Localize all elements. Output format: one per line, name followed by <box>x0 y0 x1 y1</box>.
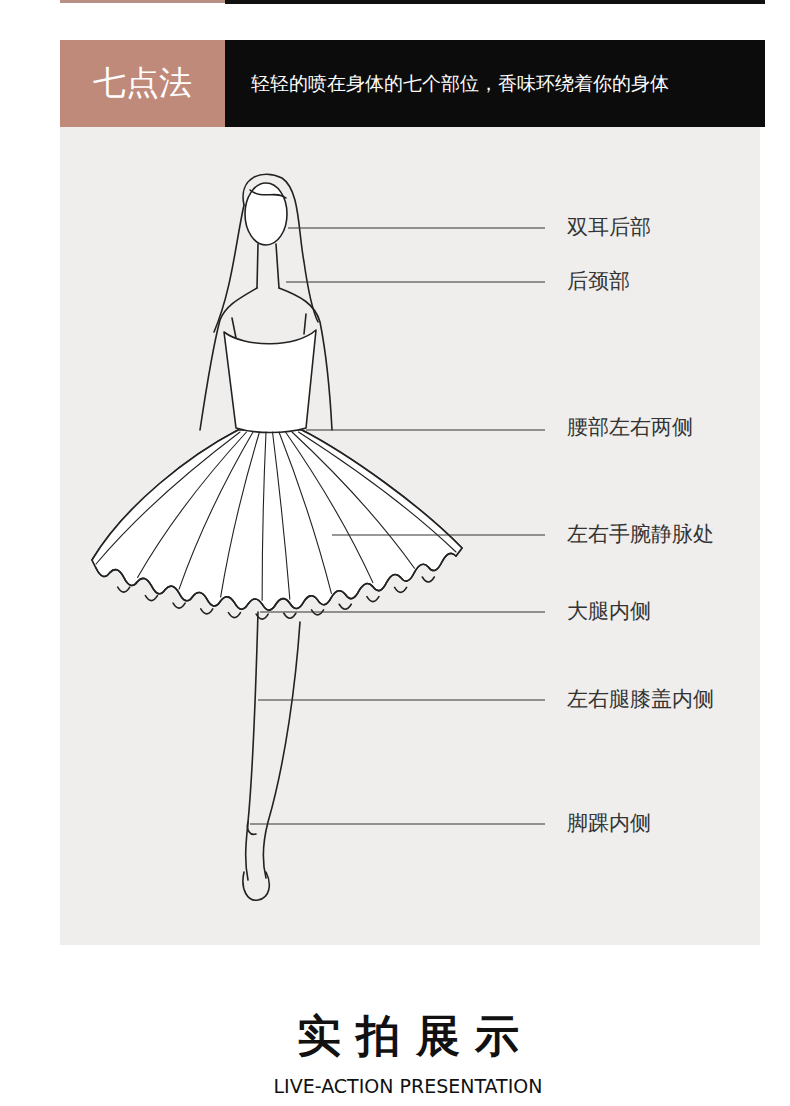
skirt-pleat <box>299 432 457 552</box>
figure-sketch <box>92 174 462 900</box>
skirt-pleat <box>179 432 253 589</box>
skirt-pleat <box>262 432 266 600</box>
panel-ground <box>60 127 760 945</box>
body-point-label: 脚踝内侧 <box>567 811 651 836</box>
skirt-ruffle <box>96 553 456 610</box>
skirt-pleat <box>279 432 331 593</box>
section-subheading: LIVE-ACTION PRESENTATION <box>274 1075 543 1098</box>
body-point-label: 后颈部 <box>567 269 630 294</box>
intro-band: 轻轻的喷在身体的七个部位，香味环绕着你的身体 <box>225 40 765 127</box>
skirt-pleat <box>221 432 260 597</box>
skirt-pleat <box>286 432 373 583</box>
top-strip <box>60 0 225 3</box>
tab-title: 七点法 <box>93 61 192 106</box>
body-point-label: 左右腿膝盖内侧 <box>567 687 714 712</box>
leader-lines <box>250 228 545 824</box>
body-point-label: 双耳后部 <box>567 215 651 240</box>
skirt-ruffle <box>118 577 435 619</box>
method-tab: 七点法 <box>60 40 225 127</box>
skirt-outline <box>92 430 462 610</box>
body-point-label: 大腿内侧 <box>567 599 651 624</box>
skirt-pleat <box>96 432 240 564</box>
section-heading: 实 拍 展 示 <box>297 1010 519 1063</box>
top-strip <box>225 0 765 4</box>
skirt-pleat <box>273 432 290 599</box>
body-point-label: 腰部左右两侧 <box>567 415 693 440</box>
intro-text: 轻轻的喷在身体的七个部位，香味环绕着你的身体 <box>251 71 669 97</box>
body-point-label: 左右手腕静脉处 <box>567 522 714 547</box>
